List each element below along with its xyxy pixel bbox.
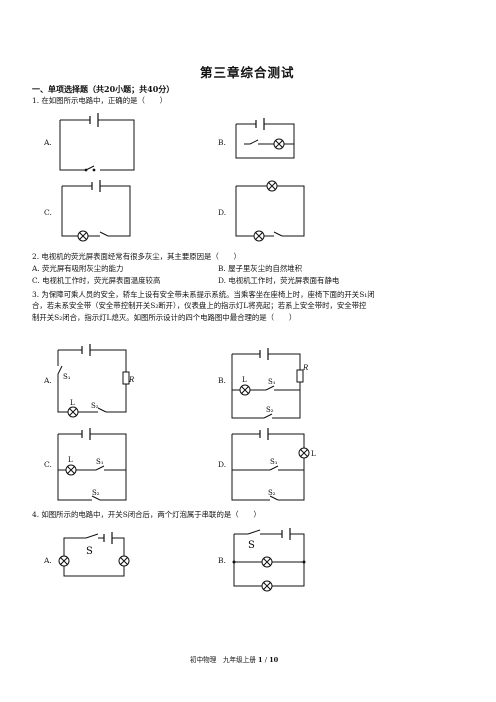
q4-circuit-b: S [232,528,306,592]
q2-stem: 2. 电视机的荧光屏表面经常有很多灰尘，其主要原因是（ ） [32,252,241,261]
footer-text: 初中物理 九年级上册 [190,656,256,664]
q1-stem: 1. 在如图所示电路中，正确的是（ ） [32,96,168,105]
q2-option-a[interactable]: A. 荧光屏有吸附灰尘的能力 [32,264,124,273]
q3-stem-line: 合，若未系安全带（安全带控制开关S₂断开），仪表盘上的指示灯L将亮起；若系上安全… [32,301,367,311]
q3-c-s1-label: S₁ [96,458,104,466]
q1-circuit-a [59,113,135,172]
q3-b-l-label: L [242,376,247,384]
q3-a-s1-label: S₁ [63,373,71,381]
q4-circuit-a: S [58,532,130,577]
q3-stem: 3. 为保障可乘人员的安全，轿车上设有安全带未系提示系统。当乘客坐在座椅上时，座… [32,289,464,323]
q3-a-l-label: L [70,399,75,407]
q3-stem-line: 制开关S₂闭合，指示灯L熄灭。如图所示设计的四个电路图中最合理的是（ ） [32,312,297,322]
q1-circuit-b [235,118,295,159]
q3-d-l-label: L [311,450,316,458]
q3-circuit-a: S₁ R L S₂ [57,344,135,418]
q4-a-s-label: S [86,546,93,557]
q3-b-s2-label: S₂ [266,406,274,414]
q3-d-s1-label: S₁ [270,458,278,466]
q4-option-b-label[interactable]: B. [218,556,226,565]
q3-circuit-d: L S₁ S₂ [231,428,316,501]
q1-circuit-c [61,180,131,242]
footer-page-number: 1 [258,656,263,664]
q2-option-d[interactable]: D. 电视机工作时，荧光屏表面有静电 [218,276,340,285]
q3-stem-line: 3. 为保障可乘人员的安全，轿车上设有安全带未系提示系统。当乘客坐在座椅上时，座… [32,290,375,299]
q3-d-s2-label: S₂ [268,489,276,497]
q3-option-a-label[interactable]: A. [44,376,52,385]
q3-c-s2-label: S₂ [92,489,100,497]
q2-option-c[interactable]: C. 电视机工作时，荧光屏表面温度较高 [32,276,161,285]
q2-option-b[interactable]: B. 屋子里灰尘的自然堆积 [218,264,303,273]
q4-option-a-label[interactable]: A. [44,556,52,565]
footer-page-total: 10 [269,656,279,664]
q3-a-s2-label: S₂ [91,402,99,410]
q4-b-s-label: S [248,540,255,551]
q1-option-b-label[interactable]: B. [218,138,226,147]
q3-c-l-label: L [68,456,73,464]
page-footer: 初中物理 九年级上册 1 / 10 [190,654,278,664]
page-title: 第三章综合测试 [200,65,295,80]
q3-option-c-label[interactable]: C. [44,460,52,469]
q1-option-c-label[interactable]: C. [44,208,52,217]
q3-circuit-c: L S₁ S₂ [57,428,127,501]
q3-option-d-label[interactable]: D. [218,460,227,469]
q3-b-r-label: R [302,364,309,372]
q3-a-r-label: R [128,376,135,384]
q4-stem: 4. 如图所示的电路中，开关S闭合后，两个灯泡属于串联的是（ ） [32,510,261,519]
q3-circuit-b: R L S₁ S₂ [231,348,309,419]
q3-b-s1-label: S₁ [268,378,276,386]
q1-option-d-label[interactable]: D. [218,208,227,217]
section-heading: 一、单项选择题（共20小题；共40分） [32,84,175,94]
footer-separator: / [264,656,267,664]
q3-option-b-label[interactable]: B. [218,376,226,385]
q1-option-a-label[interactable]: A. [44,138,52,147]
q1-circuit-d [235,180,305,242]
